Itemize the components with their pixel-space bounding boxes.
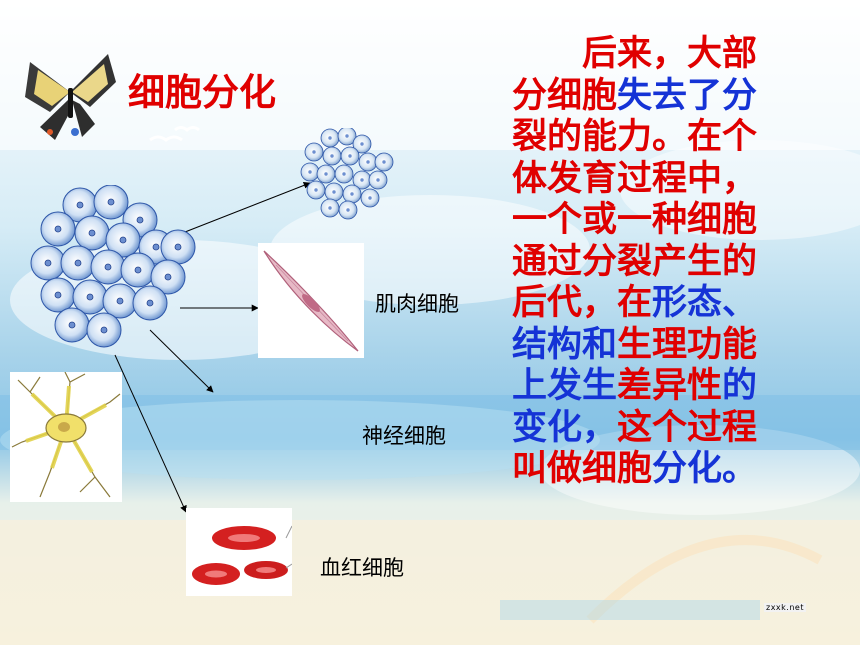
small-cell-cluster	[300, 128, 394, 220]
muscle-cell-label: 肌肉细胞	[375, 292, 459, 316]
desc-segment: 上发生	[512, 366, 618, 406]
blood-cell-panel	[186, 508, 293, 596]
desc-segment: 的变化，	[512, 366, 758, 448]
nerve-cell-panel	[10, 371, 122, 502]
desc-segment: 后来，大部	[582, 34, 758, 74]
desc-segment: 裂	[512, 117, 548, 157]
muscle-cell-icon	[263, 250, 359, 352]
desc-segment: 失去了分	[617, 75, 758, 116]
arrow-to-cell-cluster	[184, 182, 311, 233]
page-title: 细胞分化	[128, 71, 276, 114]
desc-segment: 形态、结构和	[512, 283, 758, 365]
muscle-cell-panel	[258, 243, 364, 358]
desc-segment: 的能力。在个体发育过程中，一个或一种细胞通过分裂产生的后代，在	[512, 117, 758, 323]
nerve-cell-icon	[11, 371, 121, 498]
desc-segment: 生理功能	[617, 324, 758, 365]
nerve-cell-label: 神经细胞	[362, 424, 446, 448]
desc-segment: 这个过程叫做细胞	[512, 407, 758, 490]
watermark-logo: zxxk.net	[764, 603, 806, 612]
arrow-to-nerve	[149, 329, 214, 393]
blood-cell-label: 血红细胞	[320, 556, 404, 580]
desc-segment: 差异性	[617, 366, 723, 406]
red-blood-cell-icon	[192, 525, 293, 585]
stem-cell-mass	[30, 185, 196, 348]
butterfly-icon	[25, 54, 116, 140]
arrow-to-blood	[114, 354, 187, 513]
description-text: 后来，大部分细胞失去了分裂的能力。在个体发育过程中，一个或一种细胞通过分裂产生的…	[512, 34, 787, 491]
desc-segment: 分细胞	[512, 75, 618, 116]
desc-segment: 分化。	[652, 449, 758, 489]
